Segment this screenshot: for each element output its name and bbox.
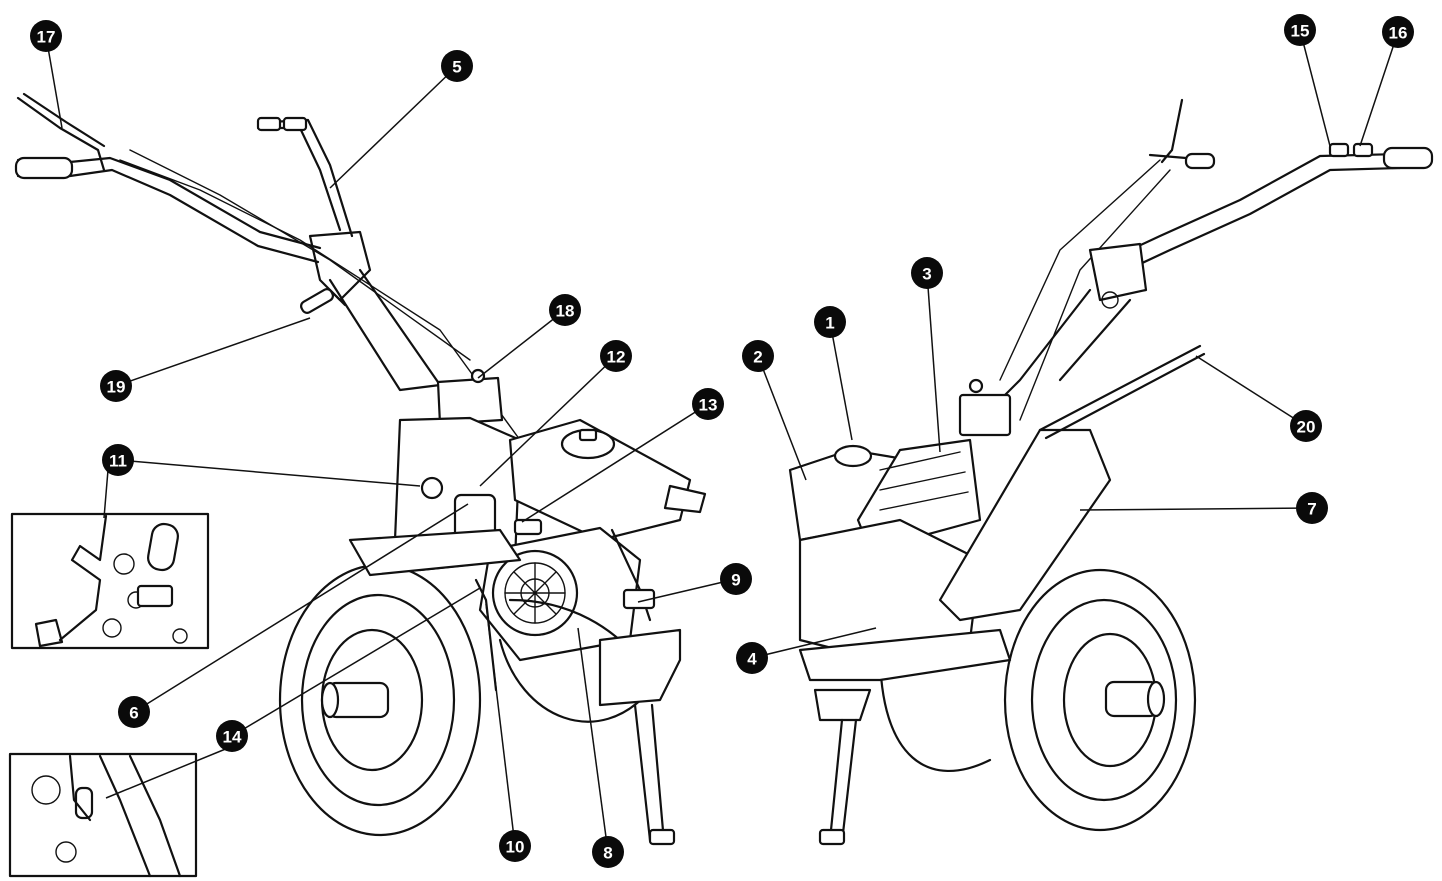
callout-circle bbox=[814, 306, 846, 338]
left-handlebar bbox=[14, 92, 521, 441]
callout-9: 9 bbox=[720, 563, 752, 595]
callout-number: 17 bbox=[37, 28, 56, 47]
callout-circle bbox=[102, 444, 134, 476]
callout-number: 15 bbox=[1291, 22, 1310, 41]
callout-circle bbox=[1290, 410, 1322, 442]
callout-number: 10 bbox=[506, 838, 525, 857]
callout-number: 2 bbox=[753, 348, 762, 367]
callout-16: 16 bbox=[1382, 16, 1414, 48]
left-front-wheel bbox=[278, 563, 482, 837]
callout-17: 17 bbox=[30, 20, 62, 52]
inset-detail-upper bbox=[10, 512, 210, 650]
callout-circle bbox=[742, 340, 774, 372]
callout-circle bbox=[441, 50, 473, 82]
callout-19: 19 bbox=[100, 370, 132, 402]
callout-4: 4 bbox=[736, 642, 768, 674]
callout-10: 10 bbox=[499, 830, 531, 862]
callout-number: 14 bbox=[223, 728, 242, 747]
callout-11: 11 bbox=[102, 444, 134, 476]
right-wheels bbox=[878, 568, 1197, 832]
callout-number: 11 bbox=[109, 452, 127, 471]
callout-number: 4 bbox=[747, 650, 757, 669]
callout-circle bbox=[1382, 16, 1414, 48]
callout-5: 5 bbox=[441, 50, 473, 82]
callout-18: 18 bbox=[549, 294, 581, 326]
callout-circle bbox=[1284, 14, 1316, 46]
left-frame-and-stand bbox=[348, 528, 682, 846]
callout-number: 7 bbox=[1307, 500, 1316, 519]
right-tiller-illustration bbox=[788, 98, 1434, 846]
callout-15: 15 bbox=[1284, 14, 1316, 46]
callout-number: 8 bbox=[603, 844, 612, 863]
callout-2: 2 bbox=[742, 340, 774, 372]
callout-13: 13 bbox=[692, 388, 724, 420]
callout-number: 13 bbox=[699, 396, 718, 415]
callout-circle bbox=[499, 830, 531, 862]
callout-circle bbox=[600, 340, 632, 372]
callout-circle bbox=[1296, 492, 1328, 524]
callout-3: 3 bbox=[911, 257, 943, 289]
callout-circle bbox=[216, 720, 248, 752]
right-belt-cover bbox=[938, 344, 1206, 622]
callout-number: 9 bbox=[731, 571, 740, 590]
right-handlebar bbox=[998, 98, 1434, 421]
callout-circle bbox=[692, 388, 724, 420]
callout-7: 7 bbox=[1296, 492, 1328, 524]
callout-circle bbox=[549, 294, 581, 326]
callout-circle bbox=[592, 836, 624, 868]
callout-circle bbox=[720, 563, 752, 595]
callout-20: 20 bbox=[1290, 410, 1322, 442]
callout-number: 12 bbox=[607, 348, 626, 367]
callout-number: 5 bbox=[452, 58, 461, 77]
callout-number: 16 bbox=[1389, 24, 1408, 43]
callout-circle bbox=[911, 257, 943, 289]
callout-number: 1 bbox=[825, 314, 834, 333]
inset-detail-lower bbox=[8, 752, 198, 878]
leader-lines bbox=[45, 29, 1399, 853]
callout-6: 6 bbox=[118, 696, 150, 728]
callout-12: 12 bbox=[600, 340, 632, 372]
callout-circle bbox=[100, 370, 132, 402]
right-frame-and-stand bbox=[798, 628, 1012, 846]
callout-1: 1 bbox=[814, 306, 846, 338]
callout-number: 3 bbox=[922, 265, 931, 284]
callout-14: 14 bbox=[216, 720, 248, 752]
callout-number: 20 bbox=[1297, 418, 1316, 437]
callout-circle bbox=[736, 642, 768, 674]
callout-number: 19 bbox=[107, 378, 126, 397]
callout-number: 18 bbox=[556, 302, 575, 321]
left-gearbox bbox=[328, 268, 522, 572]
callout-8: 8 bbox=[592, 836, 624, 868]
callout-circle bbox=[30, 20, 62, 52]
right-engine bbox=[788, 378, 1012, 662]
callout-circle bbox=[118, 696, 150, 728]
callout-number: 6 bbox=[129, 704, 138, 723]
left-tiller-illustration bbox=[14, 92, 707, 846]
